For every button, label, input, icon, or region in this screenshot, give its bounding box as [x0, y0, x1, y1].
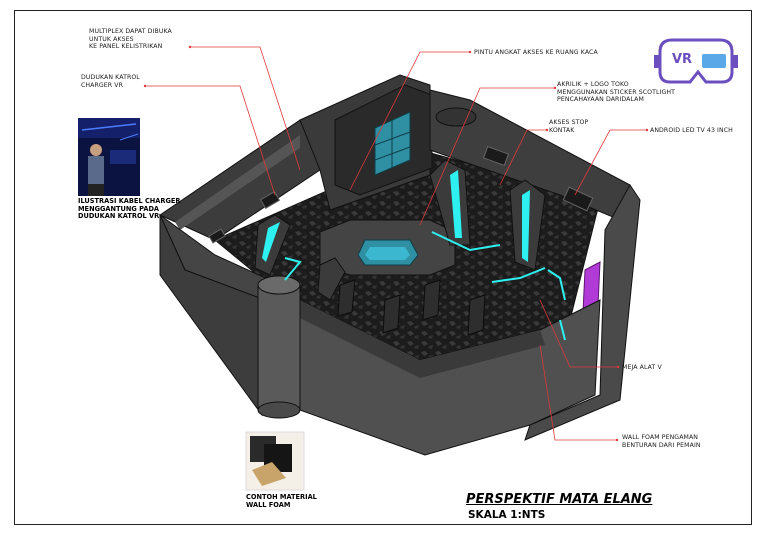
annotation-stop-kontak: AKSES STOP KONTAK	[549, 119, 589, 134]
vr-charger-photo	[78, 118, 140, 196]
annotation-meja-alat: MEJA ALAT V	[622, 364, 662, 371]
cyan-floor-strips	[284, 231, 566, 341]
annotation-wall-foam: WALL FOAM PENGAMAN BENTURAN DARI PEMAIN	[622, 434, 701, 449]
drawing-scale: SKALA 1:NTS	[468, 509, 546, 521]
annotation-android-tv: ANDROID LED TV 43 INCH	[650, 127, 733, 134]
wall-tv-right	[482, 145, 510, 167]
vr-pod-4	[317, 257, 346, 301]
caption-ilustrasi: ILUSTRASI KABEL CHARGER MENGGANTUNG PADA…	[78, 197, 181, 221]
seat-blocks	[337, 279, 486, 336]
wall-foam-photo	[245, 431, 305, 491]
annotation-pintu-angkat: PINTU ANGKAT AKSES KE RUANG KACA	[474, 49, 598, 56]
vr-logo	[654, 38, 738, 84]
annotation-dudukan-katrol: DUDUKAN KATROL CHARGER VR	[81, 74, 140, 89]
right-wall	[524, 184, 641, 441]
android-tv	[562, 186, 594, 212]
annotation-multiplex: MULTIPLEX DAPAT DIBUKA UNTUK AKSES KE PA…	[89, 28, 172, 50]
caption-contoh-material: CONTOH MATERIAL WALL FOAM	[246, 493, 317, 509]
leader-lines	[145, 46, 647, 441]
drawing-title: PERSPEKTIF MATA ELANG	[466, 492, 653, 507]
annotation-akrilik-logo: AKRILIK + LOGO TOKO MENGGUNAKAN STICKER …	[557, 81, 676, 103]
logo-vr-text: VR	[672, 52, 693, 67]
vr-pod-1	[254, 214, 291, 276]
drawing-frame	[14, 10, 752, 525]
wall-tv-left	[259, 190, 281, 210]
column-cylinder	[257, 284, 301, 411]
